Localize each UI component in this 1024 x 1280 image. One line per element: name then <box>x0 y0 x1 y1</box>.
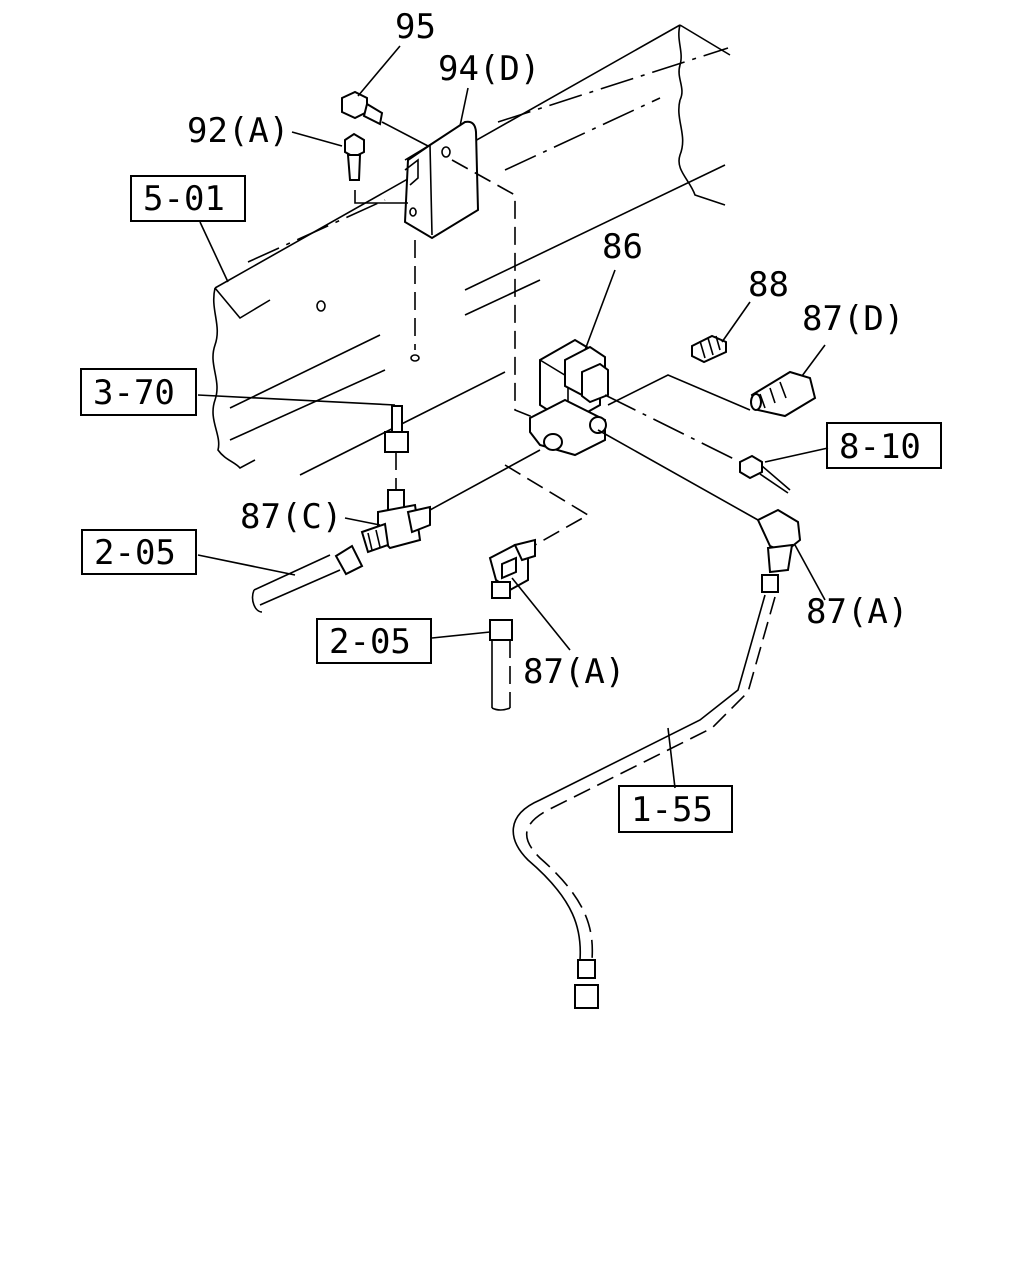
connector-8-10 <box>739 454 791 494</box>
pipe-1-55 <box>512 594 776 1009</box>
callout-87a-right: 87(A) <box>806 592 908 632</box>
callout-92a: 92(A) <box>187 111 289 151</box>
ref-3-70-text: 3-70 <box>93 373 175 413</box>
ref-2-05-bottom[interactable]: 2-05 <box>316 618 432 664</box>
bolt-95 <box>341 90 429 147</box>
ref-2-05-left-text: 2-05 <box>94 533 176 573</box>
callout-87d: 87(D) <box>802 299 904 339</box>
tee-fitting-87c <box>360 489 431 554</box>
elbow-fitting-87a-right <box>756 508 802 593</box>
callout-88: 88 <box>748 265 789 305</box>
ref-5-01-text: 5-01 <box>143 179 225 219</box>
callout-87c: 87(C) <box>240 497 342 537</box>
callout-87a-center: 87(A) <box>523 652 625 692</box>
bolt-92a <box>344 132 408 204</box>
hose-2-05-left <box>251 544 364 613</box>
fitting-3-70 <box>384 405 409 453</box>
leader-lines <box>197 45 829 789</box>
hose-2-05-bottom <box>489 619 513 711</box>
ref-1-55[interactable]: 1-55 <box>618 785 733 833</box>
bracket-94d <box>403 120 480 240</box>
ref-1-55-text: 1-55 <box>631 790 713 830</box>
plug-88 <box>691 334 727 364</box>
ref-8-10[interactable]: 8-10 <box>826 422 942 469</box>
ref-2-05-bottom-text: 2-05 <box>329 622 411 662</box>
ref-8-10-text: 8-10 <box>839 427 921 467</box>
ref-2-05-left[interactable]: 2-05 <box>81 529 197 575</box>
callout-94d: 94(D) <box>438 49 540 89</box>
valve-86 <box>529 338 609 457</box>
elbow-fitting-87a-center <box>488 538 536 599</box>
frame-rail <box>212 24 731 476</box>
callout-86: 86 <box>602 227 643 267</box>
ref-5-01[interactable]: 5-01 <box>130 175 246 222</box>
callout-95: 95 <box>395 7 436 47</box>
ref-3-70[interactable]: 3-70 <box>80 368 197 416</box>
fitting-87d <box>750 370 817 418</box>
